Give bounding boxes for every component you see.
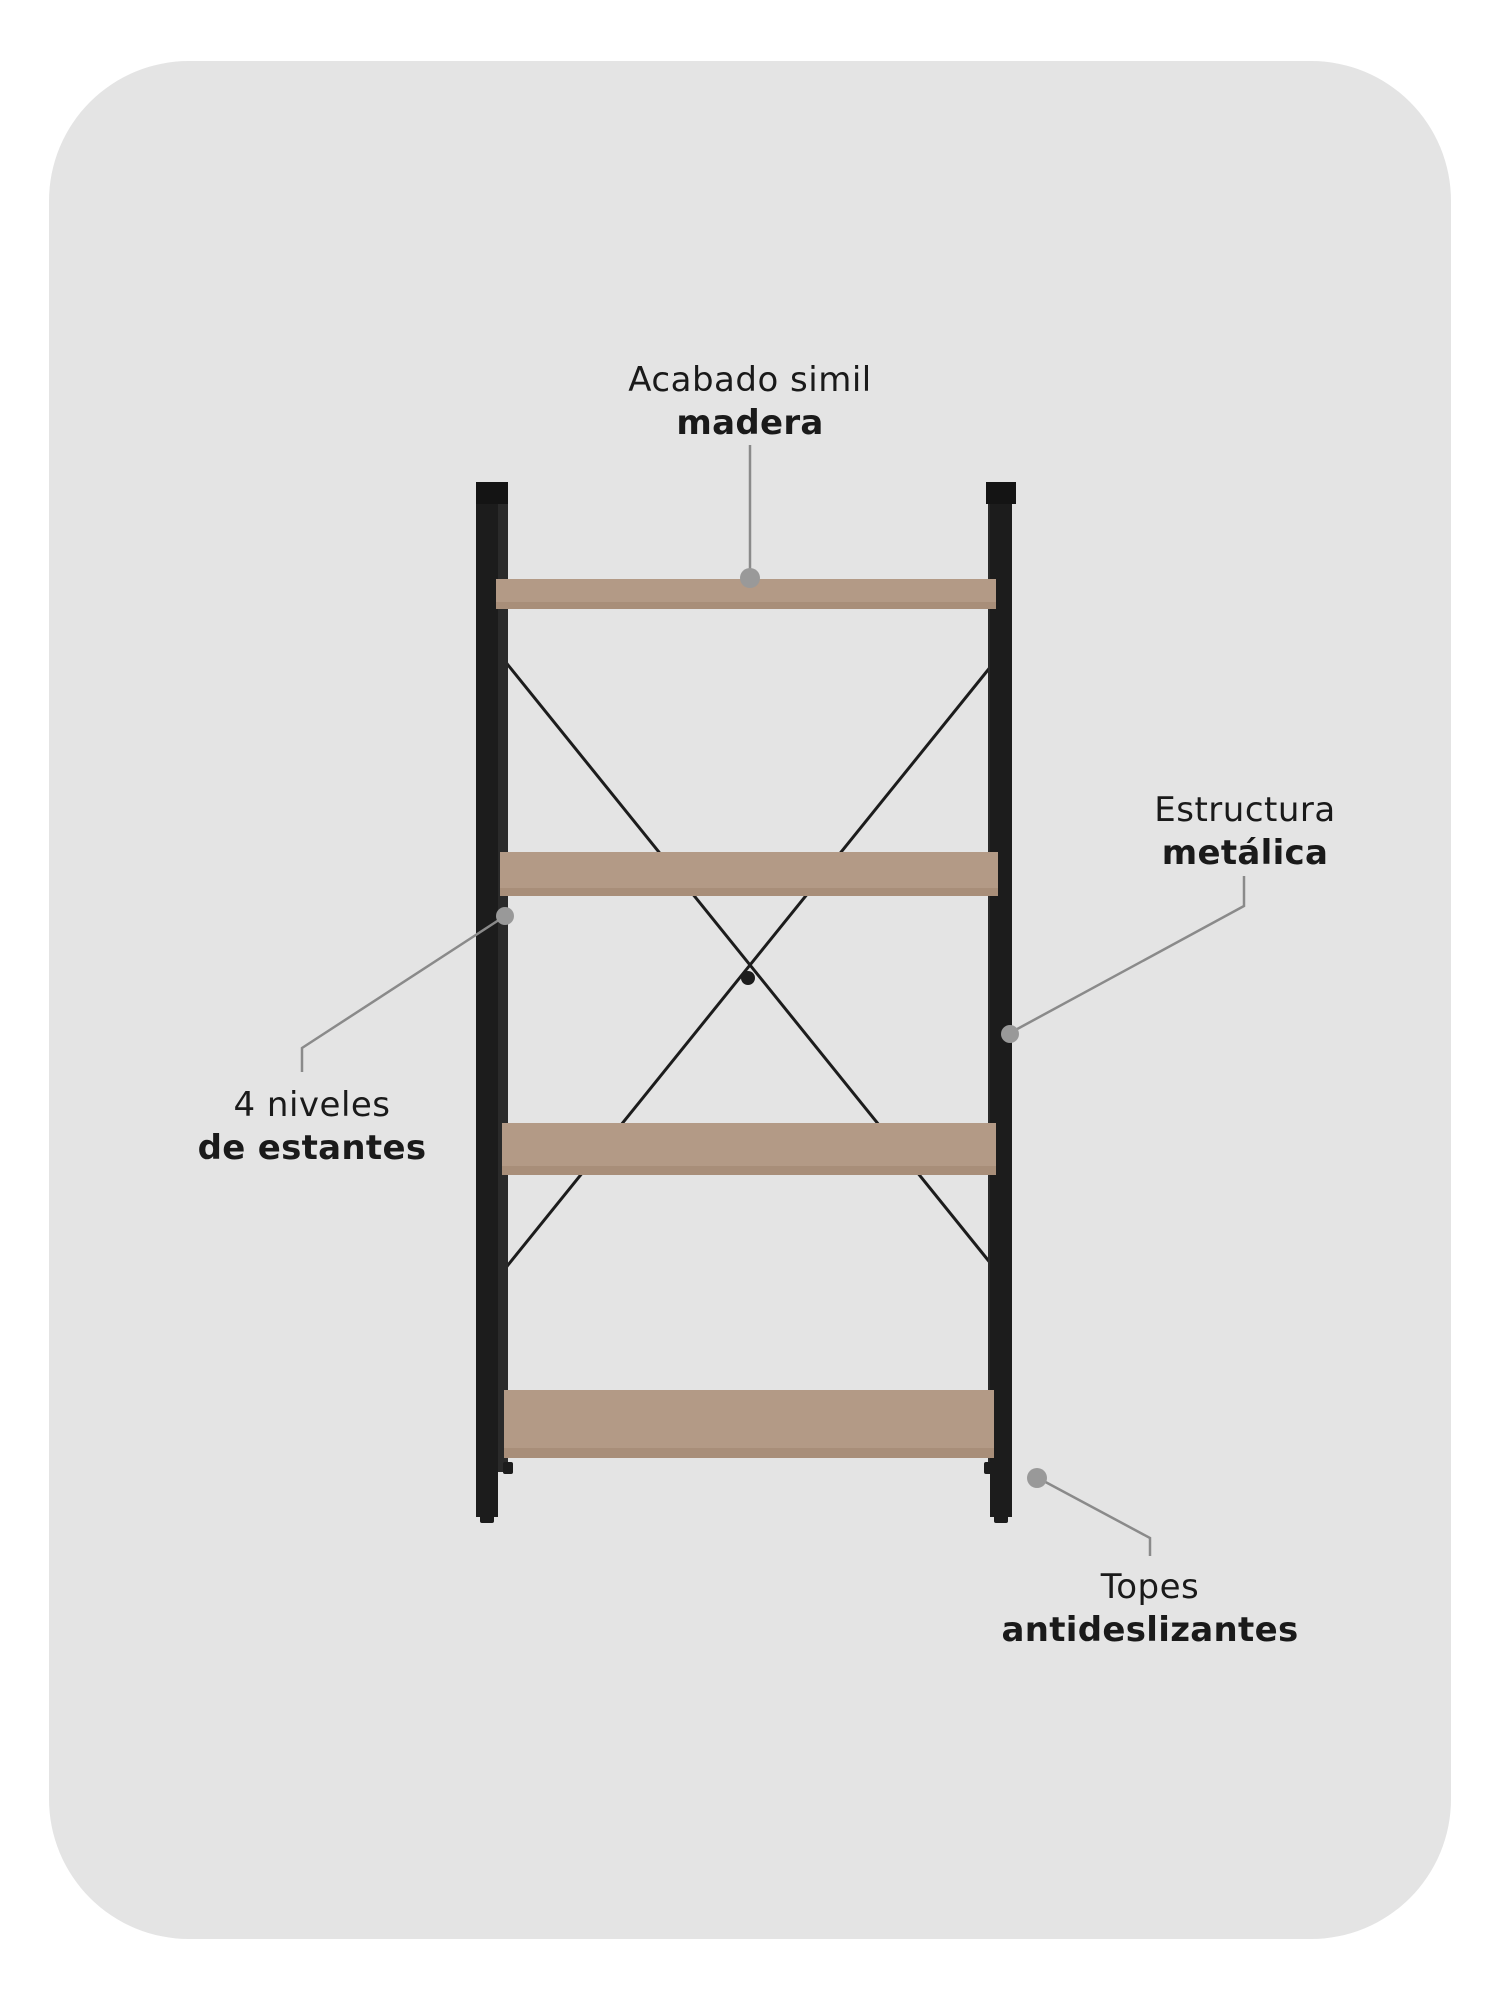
cross-brace bbox=[502, 659, 998, 1271]
front-right-post bbox=[990, 482, 1012, 1517]
anti-slip-feet bbox=[480, 1462, 1008, 1523]
callout-wood-finish-line1: Acabado simil bbox=[628, 360, 872, 400]
shelf-2 bbox=[500, 852, 998, 896]
callout-anti-slip-line1: Topes bbox=[1100, 1567, 1200, 1607]
back-left-post bbox=[496, 482, 508, 1472]
callout-metal-structure-line2: metálica bbox=[1161, 833, 1329, 873]
callout-dots bbox=[496, 568, 1047, 1488]
card-background bbox=[49, 61, 1451, 1939]
callout-metal-structure: Estructura metálica bbox=[1075, 789, 1415, 875]
brace-joint bbox=[741, 971, 755, 985]
callout-shelf-levels-line1: 4 niveles bbox=[233, 1085, 391, 1125]
callout-wood-finish: Acabado simil madera bbox=[550, 359, 950, 445]
front-right-post-cap bbox=[986, 482, 1016, 504]
callout-wood-finish-line2: madera bbox=[676, 403, 824, 443]
callout-shelf-levels: 4 niveles de estantes bbox=[150, 1084, 474, 1170]
front-left-post-cap bbox=[476, 482, 508, 504]
shelf-4 bbox=[504, 1390, 994, 1458]
shelf-3 bbox=[502, 1123, 996, 1175]
front-left-post bbox=[476, 482, 498, 1517]
callout-metal-structure-line1: Estructura bbox=[1154, 790, 1336, 830]
callout-lines bbox=[300, 445, 1246, 1556]
callout-shelf-levels-line2: de estantes bbox=[197, 1128, 427, 1168]
callout-anti-slip: Topes antideslizantes bbox=[950, 1566, 1350, 1652]
callout-anti-slip-line2: antideslizantes bbox=[1001, 1610, 1299, 1650]
